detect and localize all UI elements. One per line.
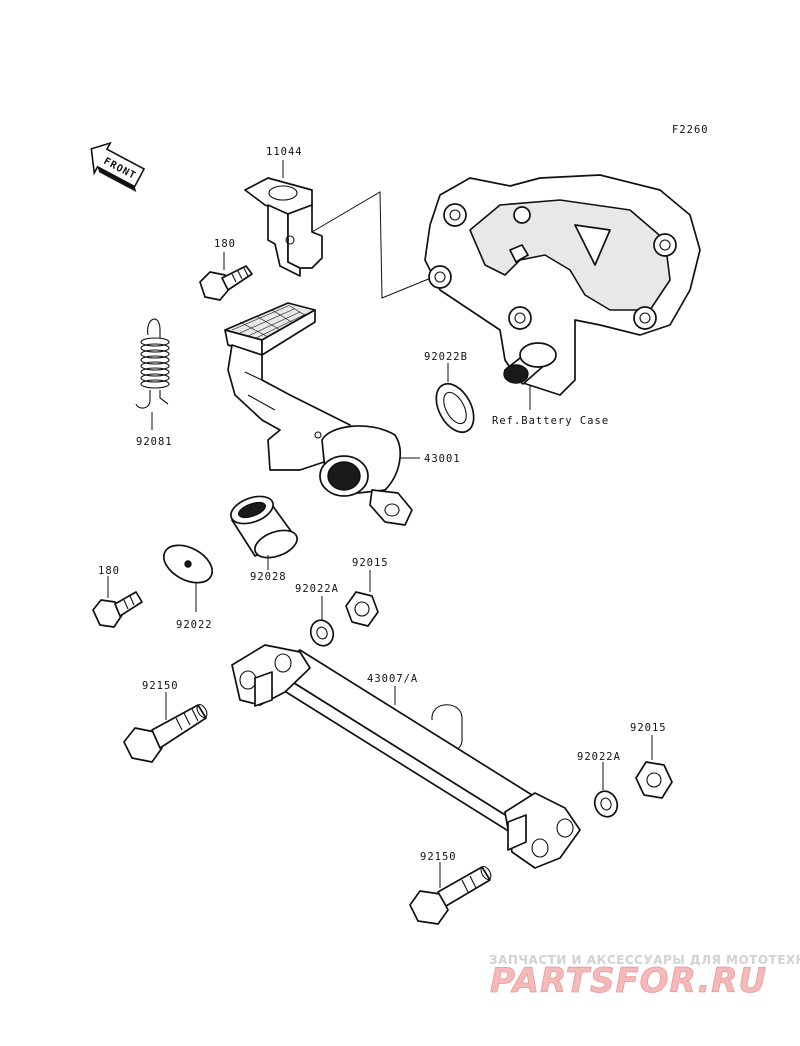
figure-code: F2260 bbox=[672, 124, 709, 136]
bolt-92150-top bbox=[123, 704, 208, 763]
label-92022: 92022 bbox=[176, 619, 213, 631]
washer-92022 bbox=[162, 544, 214, 584]
reference-label: Ref.Battery Case bbox=[492, 415, 609, 427]
washer-92022A-right bbox=[593, 790, 619, 818]
label-92150-top: 92150 bbox=[142, 680, 179, 692]
label-180-mid: 180 bbox=[98, 565, 120, 577]
nut-92015-top bbox=[345, 591, 379, 627]
label-180-top: 180 bbox=[214, 238, 236, 250]
label-92022A-top: 92022A bbox=[295, 583, 339, 595]
brake-pedal-43001 bbox=[224, 302, 413, 526]
watermark-tagline: ЗАПЧАСТИ И АКСЕССУАРЫ ДЛЯ МОТОТЕХНИКИ bbox=[489, 953, 800, 967]
nut-92015-right bbox=[635, 761, 673, 799]
label-92022A-right: 92022A bbox=[577, 751, 621, 763]
bolt-180-mid bbox=[92, 591, 143, 628]
label-92081: 92081 bbox=[136, 436, 173, 448]
watermark-brand: PARTSFOR.RU bbox=[490, 961, 767, 1001]
label-92150-bottom: 92150 bbox=[420, 851, 457, 863]
collar-92028 bbox=[230, 495, 298, 559]
label-43001: 43001 bbox=[424, 453, 461, 465]
label-92015-right: 92015 bbox=[630, 722, 667, 734]
label-43007A: 43007/A bbox=[367, 673, 418, 685]
bolt-92150-bottom bbox=[409, 866, 492, 925]
battery-case-reference bbox=[424, 174, 701, 396]
bracket-11044 bbox=[244, 177, 323, 277]
label-92028: 92028 bbox=[250, 571, 287, 583]
washer-92022B bbox=[435, 382, 475, 434]
label-92022B: 92022B bbox=[424, 351, 468, 363]
bolt-180-top bbox=[199, 265, 253, 301]
front-arrow-icon: FRONT bbox=[90, 141, 146, 193]
label-11044: 11044 bbox=[266, 146, 303, 158]
label-92015-top: 92015 bbox=[352, 557, 389, 569]
brake-rod-43007A bbox=[231, 644, 581, 869]
spring-92081 bbox=[135, 318, 170, 409]
washer-92022A-top bbox=[309, 619, 335, 647]
